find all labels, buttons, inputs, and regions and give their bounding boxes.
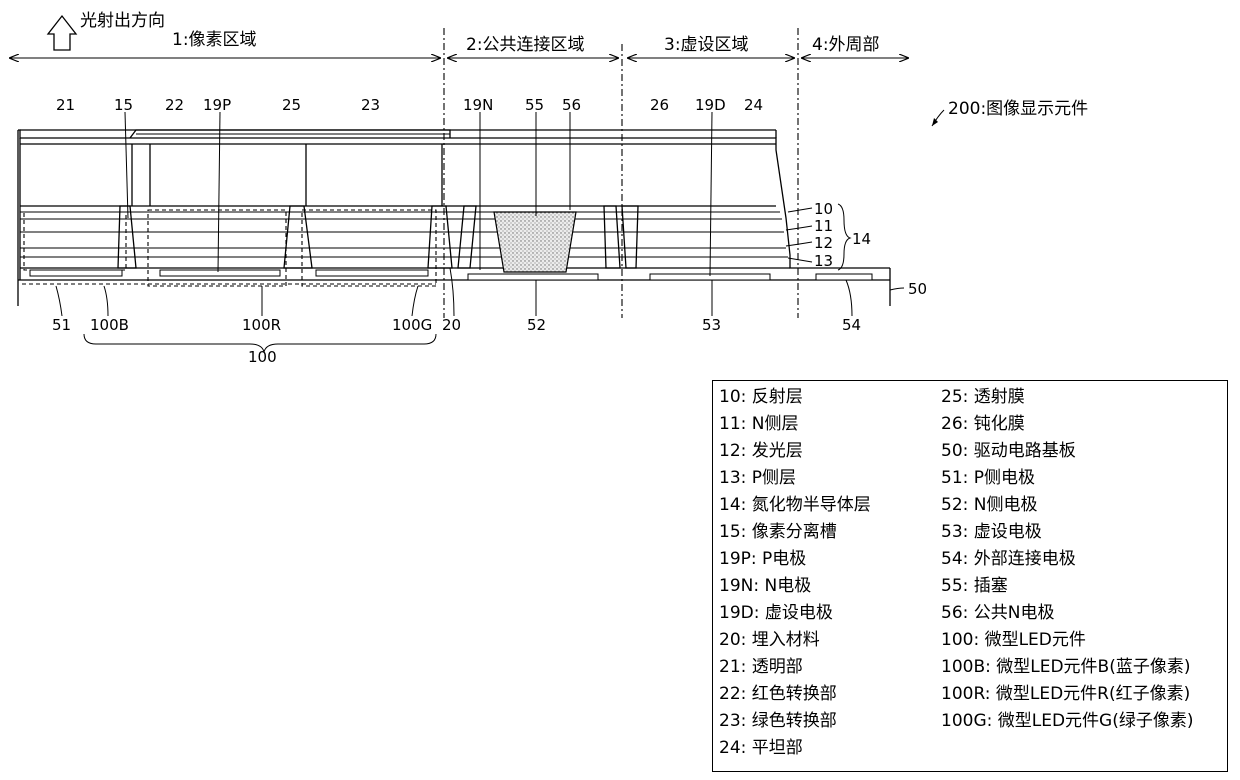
legend-item: 55: 插塞 (941, 576, 1008, 596)
label-52: 52 (527, 316, 546, 334)
label-11: 11 (814, 217, 833, 235)
label-20: 20 (442, 316, 461, 334)
region-label-common: 2:公共连接区域 (466, 35, 585, 55)
element-leader-arrowhead (932, 118, 938, 126)
legend-item: 19N: N电极 (719, 576, 811, 596)
label-25: 25 (282, 96, 301, 114)
legend-item: 12: 发光层 (719, 441, 803, 461)
legend-item: 50: 驱动电路基板 (941, 441, 1076, 461)
label-51: 51 (52, 316, 71, 334)
legend-item: 19P: P电极 (719, 549, 806, 569)
legend-item: 25: 透射膜 (941, 387, 1025, 407)
label-19D: 19D (695, 96, 726, 114)
legend-item: 15: 像素分离槽 (719, 522, 837, 542)
legend-item: 23: 绿色转换部 (719, 711, 837, 731)
label-100G: 100G (392, 316, 432, 334)
label-24: 24 (744, 96, 763, 114)
legend-item: 22: 红色转换部 (719, 684, 837, 704)
label-26: 26 (650, 96, 669, 114)
light-direction-label: 光射出方向 (80, 11, 165, 31)
region-label-dummy: 3:虚设区域 (664, 35, 749, 55)
legend-item: 13: P侧层 (719, 468, 796, 488)
legend-item: 54: 外部连接电极 (941, 549, 1076, 569)
legend-item: 19D: 虚设电极 (719, 603, 833, 623)
legend-item: 53: 虚设电极 (941, 522, 1042, 542)
legend-item: 11: N侧层 (719, 414, 798, 434)
legend-item: 100G: 微型LED元件G(绿子像素) (941, 711, 1194, 731)
label-56: 56 (562, 96, 581, 114)
label-13: 13 (814, 252, 833, 270)
label-22: 22 (165, 96, 184, 114)
legend-item: 10: 反射层 (719, 387, 803, 407)
label-55: 55 (525, 96, 544, 114)
region-label-pixel: 1:像素区域 (172, 30, 257, 50)
label-50: 50 (908, 280, 927, 298)
legend-item: 100R: 微型LED元件R(红子像素) (941, 684, 1190, 704)
device-structure (18, 130, 890, 306)
legend-item: 14: 氮化物半导体层 (719, 495, 871, 515)
label-100B: 100B (90, 316, 129, 334)
legend-item: 20: 埋入材料 (719, 630, 820, 650)
label-23: 23 (361, 96, 380, 114)
label-12: 12 (814, 234, 833, 252)
legend-item: 24: 平坦部 (719, 738, 803, 758)
label-15: 15 (114, 96, 133, 114)
label-21: 21 (56, 96, 75, 114)
label-100: 100 (248, 348, 277, 366)
label-14: 14 (852, 230, 871, 248)
legend-item: 100: 微型LED元件 (941, 630, 1086, 650)
legend-item: 21: 透明部 (719, 657, 803, 677)
label-19N: 19N (463, 96, 493, 114)
label-10: 10 (814, 200, 833, 218)
element-label: 200:图像显示元件 (948, 99, 1088, 119)
label-53: 53 (702, 316, 721, 334)
legend-item: 52: N侧电极 (941, 495, 1037, 515)
label-100R: 100R (242, 316, 281, 334)
label-54: 54 (842, 316, 861, 334)
legend-box: 10: 反射层 11: N侧层 12: 发光层 13: P侧层 14: 氮化物半… (712, 380, 1228, 772)
legend-item: 51: P侧电极 (941, 468, 1035, 488)
light-direction-arrow-icon (48, 16, 76, 50)
legend-item: 26: 钝化膜 (941, 414, 1025, 434)
label-19P: 19P (203, 96, 231, 114)
legend-item: 100B: 微型LED元件B(蓝子像素) (941, 657, 1190, 677)
legend-item: 56: 公共N电极 (941, 603, 1054, 623)
region-label-periphery: 4:外周部 (812, 35, 880, 55)
